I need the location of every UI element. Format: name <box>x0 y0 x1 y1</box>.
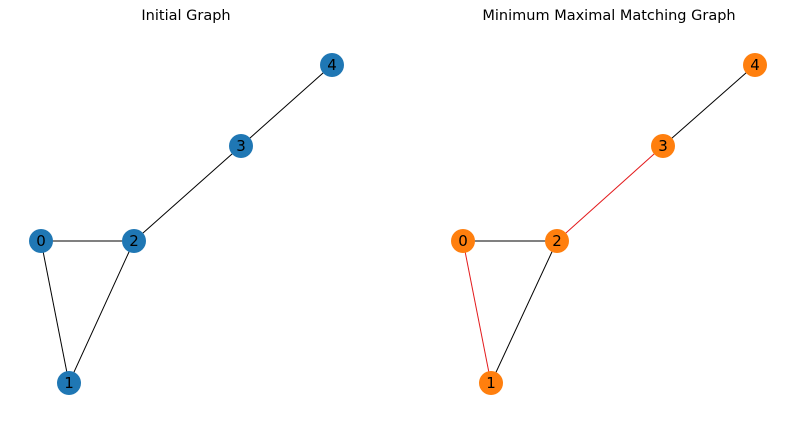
initial-node-2 <box>122 229 146 253</box>
initial-edge-0-1 <box>40 240 70 384</box>
matching-node-0 <box>451 229 475 253</box>
matching-edge-0-1 <box>462 240 492 384</box>
matching-node-label-1: 1 <box>486 374 496 392</box>
matching-graph-title: Minimum Maximal Matching Graph <box>482 8 736 24</box>
matching-node-4 <box>743 53 767 77</box>
initial-node-label-3: 3 <box>236 137 246 155</box>
matching-node-1 <box>479 371 503 395</box>
matching-node-label-0: 0 <box>458 232 468 250</box>
initial-node-3 <box>229 134 253 158</box>
initial-node-label-0: 0 <box>36 232 46 250</box>
initial-node-label-1: 1 <box>64 374 74 392</box>
matching-node-label-4: 4 <box>750 56 760 74</box>
matching-edge-1-2 <box>490 240 558 384</box>
initial-node-label-4: 4 <box>327 56 337 74</box>
initial-node-1 <box>57 371 81 395</box>
matching-edge-2-3 <box>556 145 664 242</box>
matching-node-label-2: 2 <box>552 232 562 250</box>
matching-node-2 <box>545 229 569 253</box>
nodes-layer: 0 1 2 3 4 0 1 2 3 4 <box>29 53 767 395</box>
initial-node-label-2: 2 <box>129 232 139 250</box>
initial-graph-title: Initial Graph <box>141 8 231 24</box>
matching-edge-3-4 <box>662 64 756 147</box>
initial-edge-2-3 <box>133 145 242 242</box>
edges-layer <box>40 64 756 384</box>
matching-node-3 <box>651 134 675 158</box>
initial-node-4 <box>320 53 344 77</box>
initial-edge-1-2 <box>68 240 135 384</box>
initial-edge-3-4 <box>240 64 333 147</box>
initial-node-0 <box>29 229 53 253</box>
matching-node-label-3: 3 <box>658 137 668 155</box>
